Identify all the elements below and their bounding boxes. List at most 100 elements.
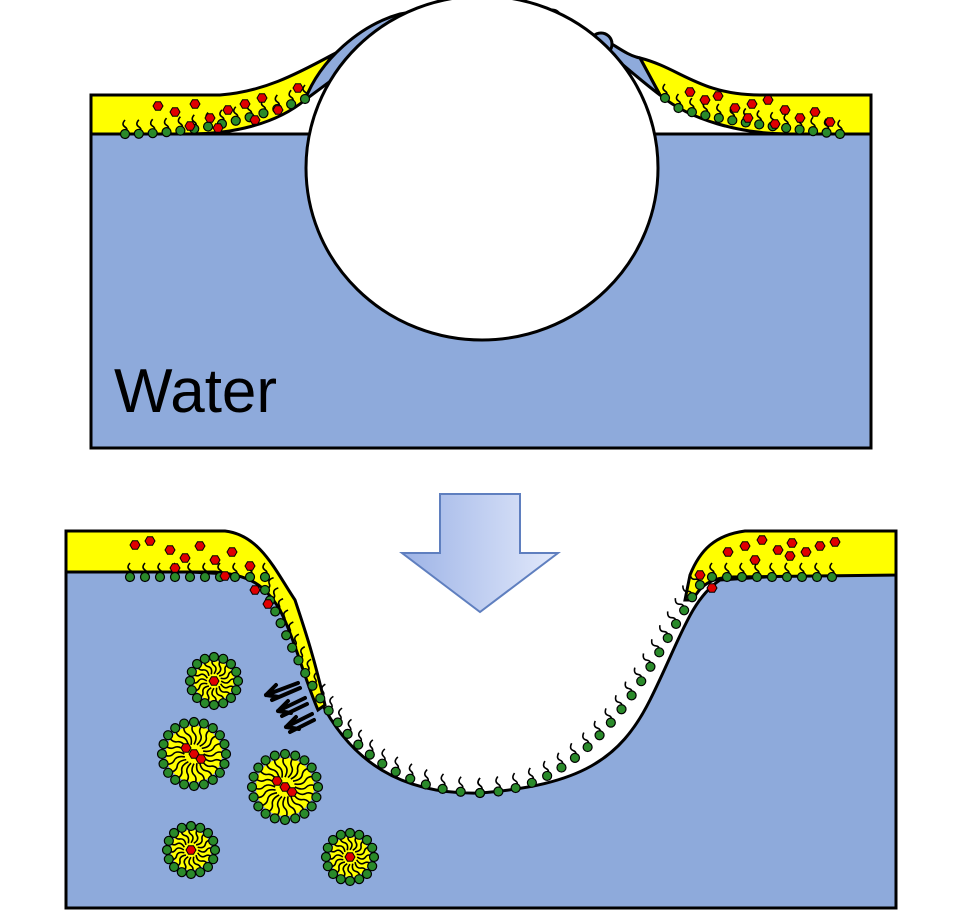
surfactant-head [293,655,304,666]
surfactant-head [163,854,174,865]
oil-molecule [144,536,156,546]
surfactant-head [794,124,805,135]
surfactant-head [807,126,819,137]
surfactant-head [721,571,733,583]
oil-molecule [179,553,191,563]
surfactant-head [186,685,197,696]
surfactant-head [232,675,244,687]
oil-molecule [169,563,181,573]
oil-molecule [722,547,734,557]
surfactant-head [124,571,136,583]
oil-molecule [209,555,221,565]
surfactant-head [208,651,220,663]
surfactant-head [163,835,174,846]
surfactant-head [195,822,206,833]
surfactant-head [361,834,373,846]
oil-molecule [814,541,826,551]
surfactant-head [170,723,181,734]
surfactant-head [686,107,698,118]
oil-molecule [800,547,812,557]
surfactant-head [605,717,616,728]
surfactant-head [191,658,203,670]
surfactant-head [569,752,581,763]
oil-molecule [262,599,274,609]
surfactant-head [279,748,291,760]
surfactant-head [259,584,271,596]
surfactant-head [306,762,317,773]
surfactant-head [322,861,333,872]
surfactant-head [225,692,237,704]
surfactant-head [214,767,225,778]
surfactant-head [327,868,339,880]
surfactant-head [260,808,271,819]
bottom-right-oil-layer [683,529,898,602]
oil-molecule [195,754,207,764]
surfactant-head [230,115,241,126]
surfactant-head [673,102,684,114]
surfactant-head [163,767,174,778]
oil-molecule [739,541,751,551]
surfactant-head [175,125,186,136]
surfactant-head [168,827,180,839]
double-arrow-icon [264,681,316,734]
surfactant-head [202,861,214,873]
surfactant-head [306,801,317,812]
oil-molecule [249,115,261,125]
oil-molecule [769,119,781,129]
surfactant-head [202,121,214,132]
oil-molecule [729,103,741,113]
flow-arrow-1 [264,681,302,702]
surfactant-head [700,110,711,121]
surfactant-head [179,718,190,729]
oil-molecule [194,541,206,551]
surfactant-head [420,779,431,790]
surfactant-head [139,571,151,583]
surfactant-head [361,868,373,880]
surfactant-head [161,127,172,138]
surfactant-head [299,93,311,105]
surfactant-head [248,771,259,782]
surfactant-head [207,723,218,734]
surfactant-head [368,851,380,863]
micelle-group [156,651,380,887]
surfactant-head [229,571,241,583]
surfactant-head [826,571,838,583]
oil-molecule [749,555,761,565]
surfactant-head [437,783,448,794]
surfactant-head [218,653,229,664]
oil-molecule [208,676,220,686]
surfactant-head [246,781,258,793]
surfactant-head [811,571,823,583]
surfactant-head [616,704,627,715]
air-bubble [304,0,660,342]
surfactant-head [260,755,271,766]
oil-molecule [185,845,197,855]
surfactant-head [269,750,280,761]
surfactant-head [199,653,210,664]
oil-molecule [742,113,754,123]
surfactant-head [161,844,173,856]
surfactant-head [332,717,343,728]
surfactant-head [300,667,311,679]
surfactant-head [335,829,346,840]
micelle [156,716,232,792]
flow-arrow-3 [284,712,316,734]
water-label: Water [114,357,277,426]
surfactant-head [156,748,168,760]
surfactant-head [198,779,209,790]
surfactant-head [510,782,521,794]
flow-arrow-2 [276,696,309,718]
oil-molecule [256,93,268,103]
surfactant-head [542,770,553,782]
surfactant-head [168,861,180,873]
oil-molecule [189,99,201,109]
surfactant-head [344,875,356,887]
surfactant-head [312,781,324,793]
oil-molecule [706,583,718,593]
surfactant-head [320,851,332,863]
oil-molecule [762,95,774,105]
surfactant-head [290,813,301,824]
surfactant-head [188,780,200,792]
surfactant-head [202,827,214,839]
